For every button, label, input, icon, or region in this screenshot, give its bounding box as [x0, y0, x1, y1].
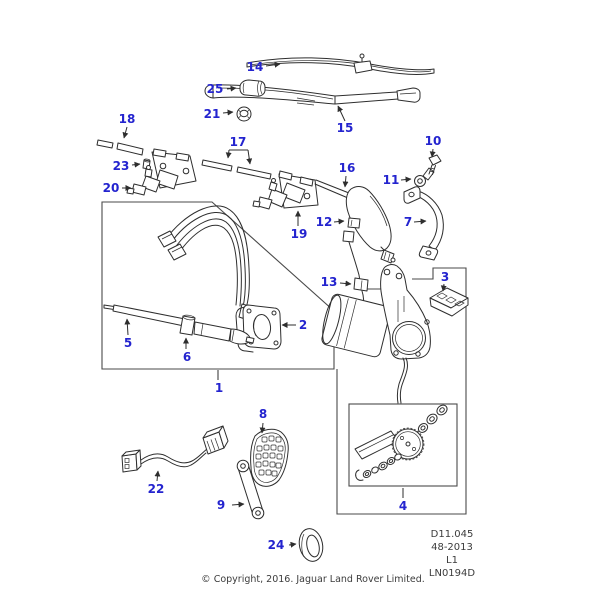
callout-24[interactable]: 24 [268, 538, 285, 552]
callout-14[interactable]: 14 [247, 60, 264, 74]
washer-jet-assembly-right [252, 170, 319, 210]
wiper-arm [204, 84, 421, 106]
washer-jet-assembly-left [126, 148, 197, 196]
harness-clip-13 [353, 277, 369, 292]
harness-clip-12 [347, 217, 361, 229]
callout-23[interactable]: 23 [113, 159, 130, 173]
copyright-notice: © Copyright, 2016. Jaguar Land Rover Lim… [201, 574, 425, 585]
link-arm [236, 459, 265, 520]
wheelbox-mounting-plate [235, 304, 282, 353]
wiring-harness-loom [157, 205, 258, 323]
callout-11[interactable]: 11 [383, 173, 400, 187]
mounting-strap [403, 186, 444, 261]
callout-6[interactable]: 6 [183, 350, 191, 364]
callout-7[interactable]: 7 [404, 215, 412, 229]
wiper-rack-drive-rod [103, 304, 255, 345]
drive-cable [396, 357, 408, 404]
callout-2[interactable]: 2 [299, 318, 307, 332]
rubber-grommet [298, 528, 324, 562]
arm-cap [239, 79, 266, 97]
callout-21[interactable]: 21 [204, 107, 221, 121]
callout-20[interactable]: 20 [103, 181, 120, 195]
spindle-nut [236, 106, 252, 122]
callout-16[interactable]: 16 [339, 161, 356, 175]
doc-reference-block: D11.045 48-2013 L1 LN0194D [429, 529, 476, 579]
jumper-harness [121, 425, 229, 473]
callout-13[interactable]: 13 [321, 275, 338, 289]
sheet-ref: L1 [446, 555, 458, 566]
subassembly-box-4 [348, 403, 458, 487]
strap-bracket [414, 167, 435, 187]
callout-5[interactable]: 5 [124, 336, 132, 350]
callout-25[interactable]: 25 [207, 82, 224, 96]
wiper-motor [321, 264, 431, 360]
callout-4[interactable]: 4 [399, 499, 407, 513]
callout-12[interactable]: 12 [316, 215, 333, 229]
waffle-pad [250, 428, 289, 487]
callout-17[interactable]: 17 [230, 135, 247, 149]
issue-ref: 48-2013 [431, 542, 473, 553]
rack-tube-cover [345, 186, 396, 264]
callout-leaders [122, 61, 447, 548]
bracket-bolt [428, 154, 442, 175]
gear-repair-kit [354, 404, 448, 481]
callout-3[interactable]: 3 [441, 270, 449, 284]
callout-19[interactable]: 19 [291, 227, 308, 241]
callout-18[interactable]: 18 [119, 112, 136, 126]
callout-15[interactable]: 15 [337, 121, 354, 135]
callout-9[interactable]: 9 [217, 498, 225, 512]
callout-22[interactable]: 22 [148, 482, 165, 496]
callout-8[interactable]: 8 [259, 407, 267, 421]
callout-10[interactable]: 10 [425, 134, 442, 148]
callout-numbers: 14 25 21 15 18 23 17 20 16 19 10 11 12 7… [103, 60, 450, 552]
mounting-pad [429, 287, 469, 317]
washer-hoses [201, 159, 272, 180]
catalog-ref: LN0194D [429, 568, 476, 579]
wiper-blade [246, 53, 435, 75]
washer-hose-pieces [96, 139, 144, 156]
drawing-ref: D11.045 [431, 529, 474, 540]
callout-1[interactable]: 1 [215, 381, 223, 395]
